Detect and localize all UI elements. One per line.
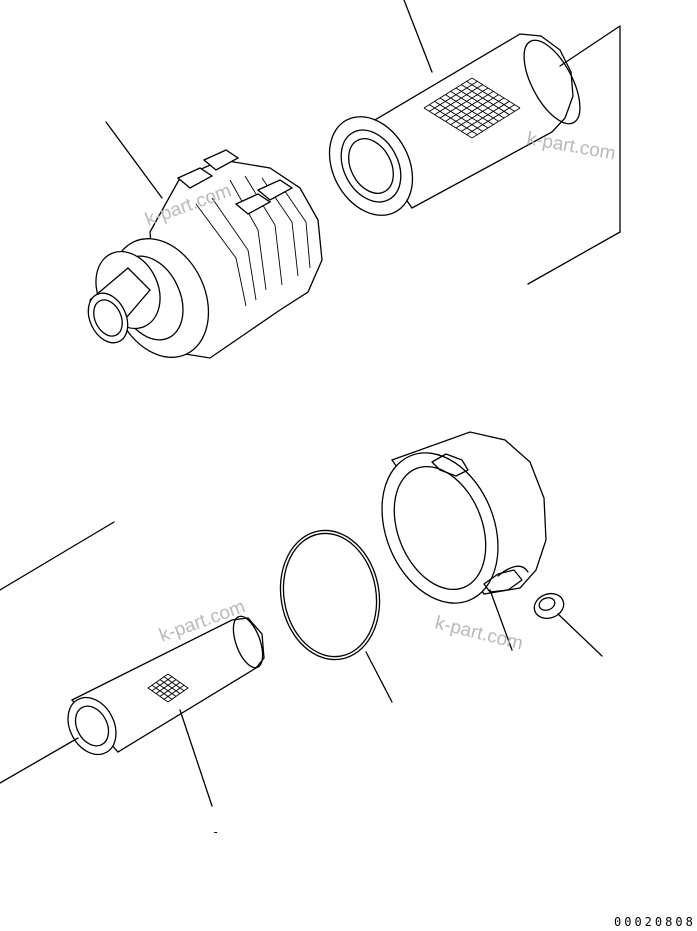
watermark-4: k-part.com xyxy=(433,612,525,654)
air-cleaner-body xyxy=(87,149,323,359)
dust-cover xyxy=(381,431,547,604)
drawing-number: 00020808 xyxy=(614,915,696,929)
outer-filter-element xyxy=(328,33,581,216)
o-ring xyxy=(279,529,381,661)
mesh-pattern-small xyxy=(147,673,189,703)
watermark-2: k-part.com xyxy=(525,128,617,164)
cover-clamp xyxy=(431,453,529,593)
evacuator-valve xyxy=(533,592,565,620)
leader-lines xyxy=(0,0,621,807)
inner-filter-element xyxy=(67,615,265,756)
mesh-pattern-large xyxy=(423,77,521,139)
mounting-brackets xyxy=(176,149,294,215)
stray-mark: - xyxy=(212,825,222,839)
